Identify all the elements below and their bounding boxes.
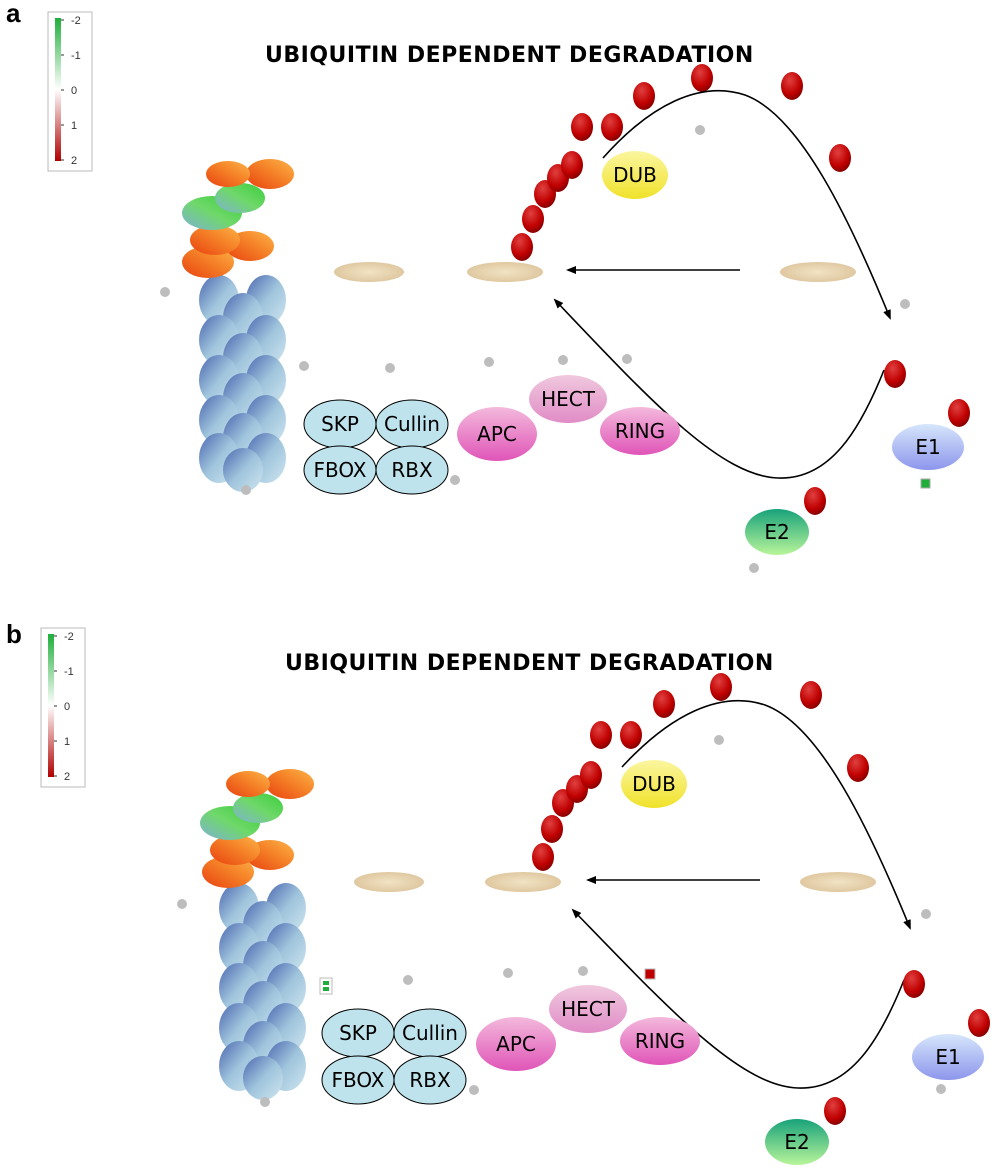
gene-marker-up — [644, 968, 656, 980]
apc-label: APC — [496, 1032, 536, 1056]
hect-label: HECT — [541, 387, 596, 411]
apc-label: APC — [477, 422, 517, 446]
color-scale-legend: -2 -1 0 1 2 — [47, 11, 93, 172]
scale-tick-label: 0 — [64, 701, 70, 713]
ubiquitination-arrow — [571, 908, 905, 1089]
fbox-label: FBOX — [313, 458, 366, 482]
deubiquitination-arrow — [621, 699, 911, 930]
ring-label: RING — [615, 419, 665, 443]
color-scale-legend: -2 -1 0 1 2 — [40, 627, 86, 788]
dub-enzyme — [621, 760, 687, 808]
diagram-title: UBIQUITIN DEPENDENT DEGRADATION — [265, 43, 754, 68]
dub-enzyme — [602, 151, 668, 199]
scale-tick-label: 2 — [64, 771, 70, 783]
substrate-protein — [334, 262, 404, 282]
scale-tick-label: -2 — [64, 631, 74, 643]
gene-markers — [177, 735, 946, 1107]
ring-label: RING — [635, 1029, 685, 1053]
panel-letter: b — [6, 619, 22, 649]
cullin-label: Cullin — [384, 412, 440, 436]
cullin-label: Cullin — [402, 1021, 458, 1045]
scale-tick-label: 1 — [64, 736, 70, 748]
panel-a: a -2 -1 0 1 2 UBIQUITIN DEPENDENT DEGRAD… — [6, 0, 970, 573]
ring-enzyme — [600, 407, 680, 455]
ubiquitin — [804, 487, 826, 515]
e2-enzyme — [765, 1119, 829, 1165]
substrate-protein — [354, 872, 424, 892]
e2-label: E2 — [784, 1130, 809, 1154]
scale-tick-label: -1 — [71, 50, 81, 62]
skp-label: SKP — [321, 412, 359, 436]
scale-tick-label: 2 — [71, 155, 77, 167]
apc-enzyme — [476, 1017, 556, 1071]
rbx-label: RBX — [409, 1068, 451, 1092]
e2-enzyme — [745, 509, 809, 555]
proteasome — [200, 769, 314, 1100]
ring-enzyme — [620, 1017, 700, 1065]
hect-enzyme — [549, 985, 627, 1033]
scale-tick-label: -1 — [64, 666, 74, 678]
scale-tick-label: 0 — [71, 85, 77, 97]
deubiquitination-arrow — [602, 89, 891, 320]
substrate-protein — [780, 262, 856, 282]
scf-complex: SKP Cullin FBOX RBX — [321, 1008, 467, 1105]
dub-label: DUB — [613, 163, 657, 187]
proteasome — [182, 159, 294, 492]
hect-enzyme — [529, 375, 607, 423]
ubiquitin — [903, 970, 925, 998]
e2-label: E2 — [764, 520, 789, 544]
proteasome-cap — [200, 769, 314, 888]
scf-complex: SKP Cullin FBOX RBX — [303, 399, 449, 495]
e1-enzyme — [912, 1034, 984, 1080]
ubiquitin — [948, 399, 970, 427]
gene-markers — [160, 125, 931, 573]
gene-marker-down — [920, 478, 931, 489]
panel-b: b -2 -1 0 1 2 UBIQUITIN DEPENDENT DEGRAD… — [6, 619, 990, 1165]
substrate-protein — [467, 262, 543, 282]
substrate-protein — [485, 872, 561, 892]
dub-label: DUB — [632, 772, 676, 796]
ubiquitination-arrow — [553, 298, 885, 479]
ubiquitin — [884, 360, 906, 388]
panel-letter: a — [6, 0, 21, 28]
ubiquitin — [968, 1009, 990, 1037]
rbx-label: RBX — [391, 458, 433, 482]
polyubiquitin-chain — [511, 64, 851, 261]
e1-enzyme — [892, 424, 964, 470]
skp-label: SKP — [339, 1021, 377, 1045]
substrate-protein — [800, 872, 876, 892]
hect-label: HECT — [561, 997, 616, 1021]
polyubiquitin-chain — [532, 673, 869, 871]
e1-label: E1 — [935, 1045, 960, 1069]
apc-enzyme — [457, 407, 537, 461]
e1-label: E1 — [915, 435, 940, 459]
scale-tick-label: 1 — [71, 120, 77, 132]
ubiquitin — [824, 1097, 846, 1125]
diagram-title: UBIQUITIN DEPENDENT DEGRADATION — [285, 651, 774, 676]
proteasome-cap — [182, 159, 294, 278]
proteasome-core — [199, 275, 286, 492]
scale-tick-label: -2 — [71, 15, 81, 27]
fbox-label: FBOX — [331, 1068, 384, 1092]
gene-marker-down — [319, 977, 333, 995]
proteasome-core — [219, 883, 306, 1100]
